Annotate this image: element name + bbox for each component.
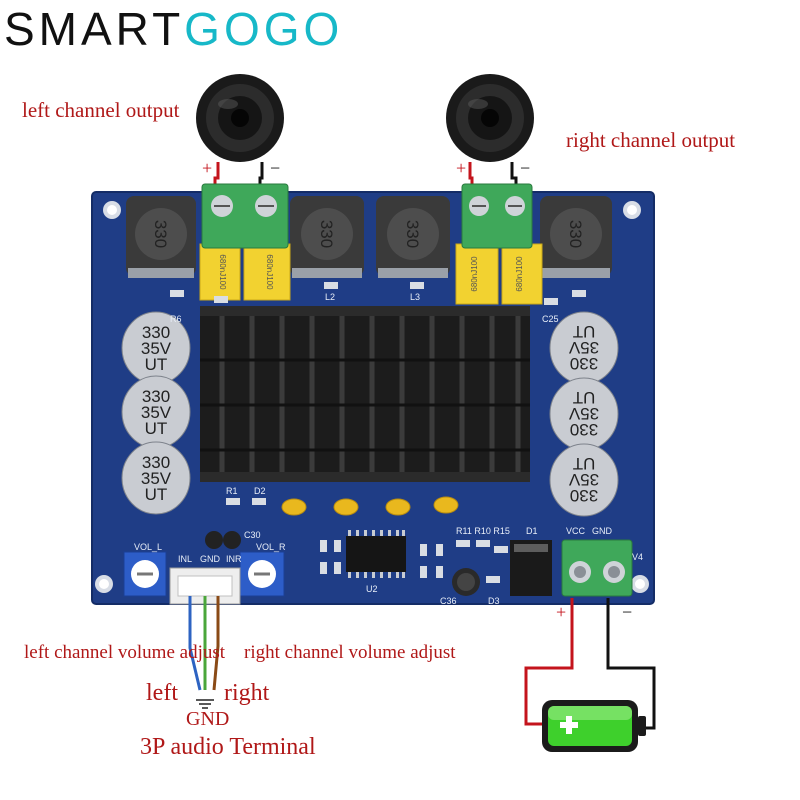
ground-icon (196, 699, 214, 709)
ic-chip (346, 530, 406, 578)
cap-r2-line2: 35V (568, 404, 599, 423)
silk-inl: INL (178, 554, 192, 564)
cap-r2-line1: 330 (570, 420, 598, 439)
smd-components (170, 282, 586, 583)
volume-pot-left (123, 551, 167, 597)
film-cap-1-text: 680nJ100 (218, 254, 227, 290)
small-cap-c36 (452, 568, 480, 596)
cap-r3-line1: 330 (570, 486, 598, 505)
silk-v4: V4 (632, 552, 643, 562)
brand-logo: SMARTGOGO (4, 2, 343, 56)
inductor-3 (376, 196, 450, 278)
cap-r1-line1: 330 (570, 354, 598, 373)
cap-l2-line2: 35V (141, 403, 172, 422)
cap-labels-left: 330 35V UT 330 35V UT 330 35V UT (141, 323, 172, 504)
cap-r1-line2: 35V (568, 338, 599, 357)
silkscreen-labels: VOL_L VOL_R INL GND INR VCC GND L2 L3 U2… (134, 292, 643, 606)
heatsink (200, 306, 530, 482)
cap-l1-line1: 330 (142, 323, 170, 342)
battery-icon (542, 700, 646, 752)
cap-l3-line2: 35V (141, 469, 172, 488)
silk-d1: D1 (526, 526, 538, 536)
gnd-wire-label: GND (186, 708, 230, 730)
power-plus-mark: + (556, 602, 567, 622)
left-plus-mark: + (202, 158, 213, 178)
inductor-2 (290, 196, 364, 278)
power-minus-mark: − (622, 602, 633, 622)
brand-part1: SMART (4, 3, 185, 55)
volume-pot-right (239, 551, 285, 597)
silk-r6: R6 (170, 314, 182, 324)
cap-r1-line3: UT (573, 322, 596, 341)
silk-gnd: GND (200, 554, 221, 564)
cap-l1-line2: 35V (141, 339, 172, 358)
silk-c30: C30 (244, 530, 261, 540)
inductor-4 (540, 196, 612, 278)
silk-u2: U2 (366, 584, 378, 594)
small-yellow-caps (281, 496, 459, 516)
silk-inr: INR (226, 554, 242, 564)
silk-l2: L2 (325, 292, 335, 302)
cap-r3-line3: UT (573, 454, 596, 473)
power-terminal (561, 539, 633, 597)
right-plus-mark: + (456, 158, 467, 178)
silk-c25: C25 (542, 314, 559, 324)
inductor-1 (126, 196, 196, 278)
inductor-labels: 330 330 330 330 (151, 220, 585, 248)
input-caps (205, 531, 241, 549)
right-wire-label: right (224, 680, 270, 706)
audio-wires (188, 596, 220, 691)
silk-d3: D3 (488, 596, 500, 606)
silk-vcc: VCC (566, 526, 586, 536)
film-cap-labels: 680nJ100 680nJ100 680nJ100 680nJ100 (218, 254, 524, 291)
electrolytic-caps-right (549, 311, 619, 517)
cap-l2-line1: 330 (142, 387, 170, 406)
left-output-terminal (201, 183, 289, 249)
inductor-2-text: 330 (317, 220, 336, 248)
electrolytic-caps-left (121, 311, 191, 515)
audio-terminal-label: 3P audio Terminal (140, 734, 316, 760)
inductor-1-text: 330 (151, 220, 170, 248)
left-wire-label: left (146, 680, 178, 706)
inductor-4-text: 330 (566, 220, 585, 248)
cap-l3-line1: 330 (142, 453, 170, 472)
right-volume-label: right channel volume adjust (244, 642, 456, 663)
silk-r11: R11 R10 R15 (456, 526, 510, 536)
film-cap-2-text: 680nJ100 (265, 254, 274, 290)
left-volume-label: left channel volume adjust (24, 642, 226, 663)
silk-gnd2: GND (592, 526, 613, 536)
film-cap-4-text: 680nJ100 (515, 256, 524, 292)
film-cap-3-text: 680nJ100 (470, 256, 479, 292)
speaker-icon (196, 74, 284, 162)
silk-vol-l: VOL_L (134, 542, 162, 552)
power-wires (524, 598, 656, 730)
left-channel-output-label: left channel output (22, 98, 180, 122)
right-channel-output-label: right channel output (566, 128, 736, 152)
silk-vol-r: VOL_R (256, 542, 286, 552)
inductor-3-text: 330 (403, 220, 422, 248)
cap-labels-right: 330 35V UT 330 35V UT 330 35V UT (568, 322, 599, 505)
cap-l3-line3: UT (145, 485, 168, 504)
brand-part2: GOGO (184, 3, 344, 55)
right-output-terminal (461, 183, 533, 249)
left-minus-mark: − (270, 158, 281, 178)
cap-l2-line3: UT (145, 419, 168, 438)
cap-l1-line3: UT (145, 355, 168, 374)
cap-r3-line2: 35V (568, 470, 599, 489)
diode-d1 (510, 540, 552, 596)
cap-r2-line3: UT (573, 388, 596, 407)
speaker-icon (446, 74, 534, 162)
silk-c36: C36 (440, 596, 457, 606)
silk-r1: R1 (226, 486, 238, 496)
film-capacitors-left (199, 243, 291, 301)
silk-l3: L3 (410, 292, 420, 302)
right-minus-mark: − (520, 158, 531, 178)
silk-d2: D2 (254, 486, 266, 496)
